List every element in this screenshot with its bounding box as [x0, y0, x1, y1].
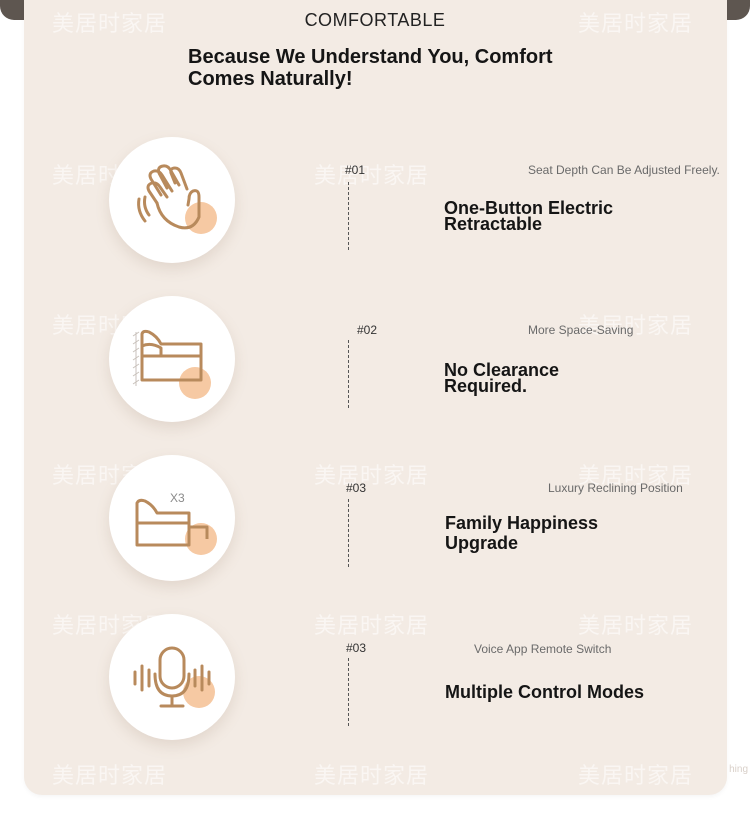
- feature-title: Multiple Control Modes: [445, 682, 644, 702]
- waving-hand-icon: [137, 164, 217, 234]
- feature-number: #03: [346, 641, 367, 655]
- feature-number: #02: [357, 323, 378, 337]
- feature-subtitle: Seat Depth Can Be Adjusted Freely.: [528, 163, 720, 177]
- feature-title: One-Button Electric Retractable: [444, 198, 614, 234]
- microphone-voice-icon: [133, 646, 215, 708]
- sofa-against-wall-icon: [132, 329, 211, 399]
- page-headline: Because We Understand You, Comfort Comes…: [188, 46, 553, 90]
- feature-subtitle: Voice App Remote Switch: [474, 642, 612, 656]
- feature-subtitle: More Space-Saving: [528, 323, 634, 337]
- dashed-divider: [348, 182, 349, 250]
- feature-number: #03: [346, 481, 367, 495]
- dashed-divider: [348, 658, 349, 726]
- feature-title: Family Happiness Upgrade: [445, 513, 599, 553]
- feature-icon-circle: [109, 614, 235, 740]
- feature-title: No Clearance Required.: [444, 360, 560, 396]
- recliner-x3-icon: [135, 498, 217, 555]
- multiplier-label: X3: [170, 491, 185, 505]
- dashed-divider: [348, 340, 349, 408]
- feature-number: #01: [345, 163, 366, 177]
- dashed-divider: [348, 499, 349, 567]
- feature-icon-circle: [109, 296, 235, 422]
- feature-icon-circle: X3: [109, 455, 235, 581]
- feature-subtitle: Luxury Reclining Position: [548, 481, 683, 495]
- edge-text: hing: [729, 764, 748, 775]
- section-title: COMFORTABLE: [304, 10, 446, 30]
- feature-icon-circle: [109, 137, 235, 263]
